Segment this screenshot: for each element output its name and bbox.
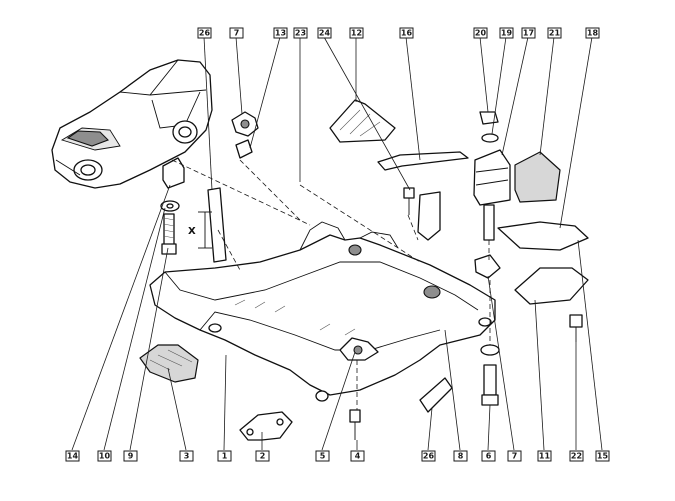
bottom-labels: 14 10 9 3 1 2 5 4 (65, 450, 610, 462)
svg-text:4: 4 (355, 452, 361, 461)
label-24: 24 (317, 27, 332, 39)
arm-part-16 (377, 151, 469, 171)
svg-text:9: 9 (128, 452, 134, 461)
label-26-bottom: 26 (421, 450, 436, 462)
mount-part-5 (339, 337, 379, 361)
label-23: 23 (293, 27, 308, 39)
bracket-part-2 (239, 411, 293, 441)
svg-text:7: 7 (234, 29, 240, 38)
label-9: 9 (123, 450, 138, 462)
label-1: 1 (217, 450, 232, 462)
washer-bolt-part-8-6 (480, 344, 500, 406)
svg-text:17: 17 (523, 29, 534, 38)
cover-part-21 (514, 151, 561, 203)
top-labels: 26 7 13 23 24 12 16 20 (197, 27, 600, 39)
svg-text:26: 26 (199, 29, 211, 38)
svg-text:14: 14 (67, 452, 79, 461)
bolt-part-4 (349, 409, 361, 440)
bolt-part-24 (403, 187, 415, 215)
bracket-part-18 (497, 221, 589, 251)
bump-stop-part-17 (473, 149, 511, 241)
label-4: 4 (350, 450, 365, 462)
label-8: 8 (453, 450, 468, 462)
svg-text:23: 23 (295, 29, 306, 38)
wishbone-part-11 (514, 267, 589, 305)
label-14: 14 (65, 450, 80, 462)
bracket-part-23 (417, 191, 441, 241)
svg-text:12: 12 (351, 29, 362, 38)
svg-text:18: 18 (587, 29, 599, 38)
label-21: 21 (547, 27, 562, 39)
svg-text:5: 5 (320, 452, 326, 461)
label-20: 20 (473, 27, 488, 39)
svg-text:21: 21 (549, 29, 561, 38)
label-7-top: 7 (229, 27, 244, 39)
leader-lines (71, 36, 603, 451)
label-16: 16 (399, 27, 414, 39)
label-11: 11 (537, 450, 552, 462)
label-10: 10 (97, 450, 112, 462)
svg-text:2: 2 (260, 452, 266, 461)
svg-text:7: 7 (512, 452, 518, 461)
svg-text:11: 11 (539, 452, 551, 461)
dimension-x-label: X (188, 226, 196, 237)
label-6: 6 (481, 450, 496, 462)
mount-bracket-part-3 (139, 344, 199, 383)
label-17: 17 (521, 27, 536, 39)
ball-joint-part-7 (474, 254, 501, 279)
label-12: 12 (349, 27, 364, 39)
label-2: 2 (255, 450, 270, 462)
label-18: 18 (585, 27, 600, 39)
svg-text:1: 1 (222, 452, 228, 461)
svg-text:16: 16 (401, 29, 413, 38)
label-22: 22 (569, 450, 584, 462)
label-5: 5 (315, 450, 330, 462)
svg-text:22: 22 (571, 452, 582, 461)
link-rod-part-26 (207, 187, 453, 413)
nut-washer-part-20-19 (479, 111, 499, 143)
label-3: 3 (179, 450, 194, 462)
svg-text:20: 20 (475, 29, 487, 38)
svg-text:10: 10 (99, 452, 111, 461)
svg-text:24: 24 (319, 29, 331, 38)
svg-text:19: 19 (501, 29, 513, 38)
svg-text:13: 13 (275, 29, 286, 38)
car-illustration (51, 59, 213, 189)
subframe-part-1 (149, 221, 496, 402)
label-13: 13 (273, 27, 288, 39)
bolt-part-22 (569, 314, 583, 342)
bolt-part-9 (161, 213, 177, 255)
label-7-bottom: 7 (507, 450, 522, 462)
dimension-x: X (188, 211, 212, 249)
mount-part-7-13 (231, 111, 259, 159)
svg-text:3: 3 (184, 452, 190, 461)
svg-text:8: 8 (458, 452, 464, 461)
svg-text:26: 26 (423, 452, 435, 461)
svg-text:6: 6 (486, 452, 492, 461)
label-19: 19 (499, 27, 514, 39)
label-26-top: 26 (197, 27, 212, 39)
svg-text:15: 15 (597, 452, 609, 461)
bracket-part-12 (329, 99, 396, 143)
washer-bush-part-14-10 (160, 157, 185, 212)
label-15: 15 (595, 450, 610, 462)
